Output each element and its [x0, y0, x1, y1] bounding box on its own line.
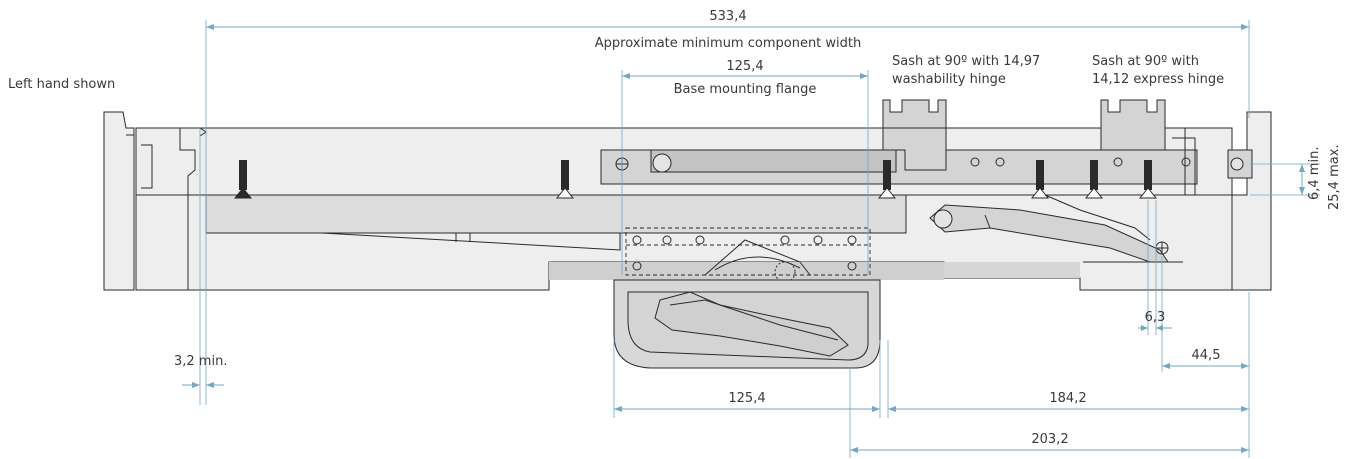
express-hinge-clip — [1100, 99, 1196, 195]
flange-width-value: 125,4 — [726, 59, 763, 74]
washability-note-line1: Sash at 90º with 14,97 — [892, 54, 1040, 69]
screw-5 — [1084, 160, 1104, 199]
washability-note-line2: washability hinge — [892, 72, 1006, 87]
screw-4 — [1030, 160, 1050, 199]
screw-1 — [233, 160, 253, 199]
hinge-offset-label: 44,5 — [1192, 348, 1221, 363]
crank-handle — [613, 279, 881, 369]
screw-3 — [877, 160, 897, 199]
overall-width-value: 533,4 — [709, 9, 746, 24]
flange-caption: Base mounting flange — [674, 82, 817, 97]
vertical-min-label: 6,4 min. — [1307, 147, 1322, 200]
mounting-screws — [233, 160, 1158, 199]
washability-hinge-clip — [882, 99, 947, 171]
screw-6 — [1138, 160, 1158, 199]
express-note-line2: 14,12 express hinge — [1092, 72, 1224, 87]
right-offset-label: 184,2 — [1049, 391, 1086, 406]
small-offset-label: 6,3 — [1145, 310, 1166, 325]
operator-base — [205, 194, 907, 251]
gearbox-bolts — [632, 235, 857, 271]
express-note-line1: Sash at 90º with — [1092, 54, 1199, 69]
left-clearance-label: 3,2 min. — [174, 354, 227, 369]
gearbox-housing — [625, 227, 871, 283]
bottom-offset-label: 203,2 — [1031, 432, 1068, 447]
dimension-lines — [182, 20, 1320, 458]
operator-arm — [929, 194, 1183, 263]
overall-width-caption: Approximate minimum component width — [595, 36, 862, 51]
screw-2 — [555, 160, 575, 199]
left-hand-note: Left hand shown — [8, 77, 115, 92]
vertical-max-label: 25,4 max. — [1327, 144, 1342, 210]
handle-width-label: 125,4 — [728, 391, 765, 406]
